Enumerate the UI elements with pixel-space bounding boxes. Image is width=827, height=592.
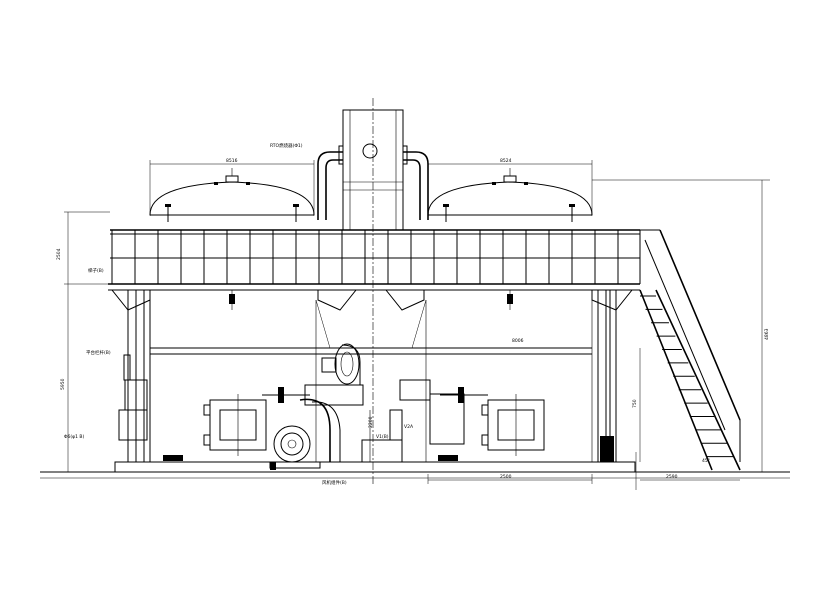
label-platform-height: 2504 xyxy=(56,248,62,260)
label-vertical-dim-1: 4863 xyxy=(764,328,770,340)
platform-railing xyxy=(108,229,640,291)
valves xyxy=(163,387,614,470)
label-vertical-dim-2: 5950 xyxy=(60,378,66,390)
label-top-pipe: RTO燃烧器(Φ1) xyxy=(270,142,303,149)
label-right-span: 8524 xyxy=(500,158,512,164)
labels: RTO燃烧器(Φ1) 8516 8524 2504 梯子(B) 平台栏杆(B) … xyxy=(56,142,770,486)
label-bottom-dim-1: 2500 xyxy=(500,474,512,480)
right-burner-box xyxy=(481,394,545,456)
label-bottom-dim-2: 2590 xyxy=(666,474,678,480)
left-burner-box xyxy=(203,394,267,456)
dimension-lines xyxy=(64,160,770,490)
label-side-3: Φ6(φ1 B) xyxy=(64,434,85,440)
label-side-1: 梯子(B) xyxy=(88,267,104,274)
label-valve-2: V2A xyxy=(404,424,414,430)
left-dome xyxy=(149,168,315,222)
label-left-span: 8516 xyxy=(226,158,238,164)
label-right-vert-dim: 750 xyxy=(632,399,638,408)
label-left-vert-dim: 2200 xyxy=(368,416,374,428)
railing-posts xyxy=(111,230,619,284)
central-stack xyxy=(317,98,429,485)
stair-treads xyxy=(640,295,734,458)
label-side-2: 平台栏杆(B) xyxy=(86,349,111,356)
ground-base xyxy=(40,461,790,479)
right-dome xyxy=(427,168,593,222)
right-mid-chamber xyxy=(399,379,465,445)
label-fan: 风机组件(B) xyxy=(322,479,347,486)
support-structure xyxy=(110,289,634,463)
left-mid-chamber xyxy=(118,354,148,441)
label-stair-angle: 45° xyxy=(702,458,710,464)
label-right-marker: 8006 xyxy=(512,338,524,344)
fan-assembly xyxy=(269,343,403,469)
stairs xyxy=(639,229,741,471)
label-valve: V1(B) xyxy=(376,434,389,440)
